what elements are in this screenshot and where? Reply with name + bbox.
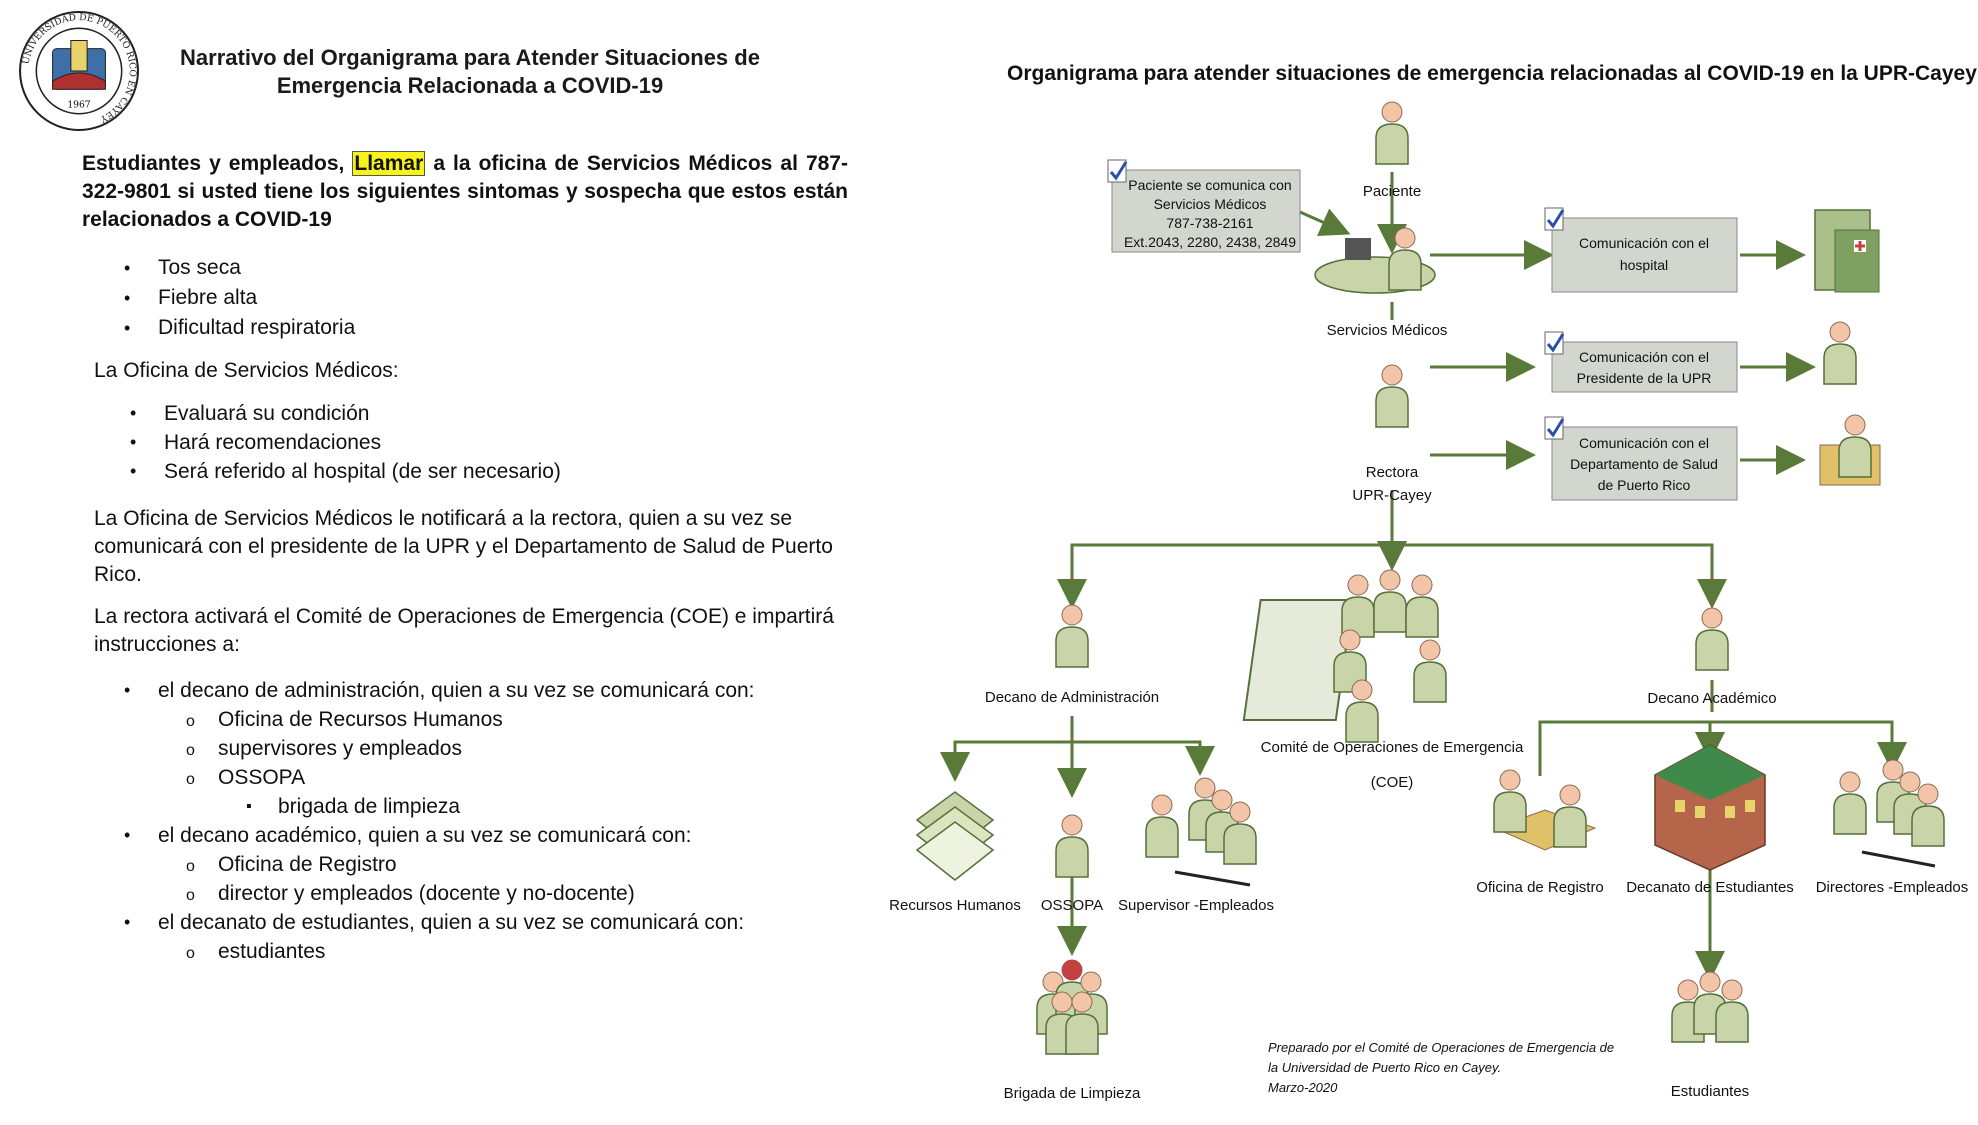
registro-icon	[1493, 769, 1597, 851]
svg-text:Comunicación con el: Comunicación con el	[1579, 435, 1709, 451]
list-item: estudiantes	[124, 937, 755, 968]
directores-empleados-label: Directores -Empleados	[1816, 879, 1969, 896]
svg-text:de Puerto Rico: de Puerto Rico	[1598, 477, 1691, 493]
symptom-list: Tos seca Fiebre alta Dificultad respirat…	[124, 253, 355, 343]
intro-text: Estudiantes y empleados,	[82, 152, 353, 175]
registro-label: Oficina de Registro	[1476, 879, 1604, 896]
svg-text:Marzo-2020: Marzo-2020	[1268, 1080, 1338, 1095]
coe-meeting-icon	[1242, 569, 1447, 743]
list-item: Oficina de Registro	[124, 850, 755, 881]
list-item: el decano de administración, quien a su …	[124, 676, 755, 705]
university-seal: UNIVERSIDAD DE PUERTO RICO EN CAYEY 1967	[19, 11, 139, 131]
rectora-label-2: UPR-Cayey	[1352, 487, 1432, 504]
decanato-building-icon	[1654, 744, 1766, 871]
list-item: Tos seca	[124, 253, 355, 283]
diagram-title: Organigrama para atender situaciones de …	[1007, 62, 1977, 85]
coe-label-2: (COE)	[1371, 774, 1414, 791]
decano-academico-label: Decano Académico	[1647, 690, 1776, 707]
directores-empleados-icon	[1833, 759, 1945, 868]
ossopa-label: OSSOPA	[1041, 897, 1103, 914]
intro-paragraph: Estudiantes y empleados, Llamar a la ofi…	[82, 150, 848, 234]
svg-text:Comunicación con el: Comunicación con el	[1579, 235, 1709, 251]
svg-text:Presidente de la UPR: Presidente de la UPR	[1577, 370, 1712, 386]
list-item: supervisores y empleados	[124, 734, 755, 765]
intro-text-rest: a la oficina de Servicios Médicos al 787…	[82, 152, 848, 231]
medical-desk-icon	[1314, 227, 1436, 294]
rectora-icon	[1375, 364, 1409, 428]
salud-desk-icon	[1819, 414, 1881, 486]
list-item: Fiebre alta	[124, 283, 355, 313]
presidente-box: Comunicación con el Presidente de la UPR	[1543, 330, 1738, 393]
svg-text:Departamento de Salud: Departamento de Salud	[1570, 456, 1718, 472]
list-item: el decano académico, quien a su vez se c…	[124, 821, 755, 850]
svg-text:Preparado por el Comité de Ope: Preparado por el Comité de Operaciones d…	[1268, 1040, 1614, 1055]
list-item: Hará recomendaciones	[130, 428, 561, 457]
decano-admin-icon	[1055, 604, 1089, 668]
list-item: Dificultad respiratoria	[124, 313, 355, 343]
list-item: Evaluará su condición	[130, 399, 561, 428]
svg-text:787-738-2161: 787-738-2161	[1166, 215, 1253, 231]
supervisor-empleados-icon	[1145, 777, 1257, 887]
call-box: Paciente se comunica con Servicios Médic…	[1106, 158, 1301, 253]
svg-text:1967: 1967	[67, 101, 90, 111]
list-item: director y empleados (docente y no-docen…	[124, 879, 755, 910]
list-item: el decanato de estudiantes, quien a su v…	[124, 908, 755, 937]
list-item: brigada de limpieza	[124, 792, 755, 821]
estudiantes-icon	[1671, 971, 1749, 1043]
rectora-label: Rectora	[1366, 464, 1419, 481]
svg-text:hospital: hospital	[1620, 257, 1668, 273]
prepared-by-note: Preparado por el Comité de Operaciones d…	[1268, 1040, 1614, 1095]
salud-box: Comunicación con el Departamento de Salu…	[1543, 415, 1738, 501]
list-item: Oficina de Recursos Humanos	[124, 705, 755, 736]
svg-text:Comunicación con el: Comunicación con el	[1579, 349, 1709, 365]
document-title: Narrativo del Organigrama para Atender S…	[150, 44, 790, 100]
hospital-icon	[1814, 209, 1880, 293]
decano-academico-icon	[1695, 607, 1729, 671]
servicios-medicos-label: Servicios Médicos	[1327, 322, 1448, 339]
document-title-line1: Narrativo del Organigrama para Atender S…	[180, 45, 760, 70]
instructions-list: el decano de administración, quien a su …	[124, 676, 755, 968]
svg-text:Ext.2043, 2280, 2438, 2849: Ext.2043, 2280, 2438, 2849	[1124, 234, 1296, 250]
notification-paragraph: La Oficina de Servicios Médicos le notif…	[94, 507, 833, 586]
supervisor-empleados-label: Supervisor -Empleados	[1118, 897, 1274, 914]
coe-paragraph: La rectora activará el Comité de Operaci…	[94, 605, 834, 656]
hospital-box: Comunicación con el hospital	[1543, 206, 1738, 293]
highlighted-call-word: Llamar	[352, 151, 426, 176]
list-item: Será referido al hospital (de ser necesa…	[130, 457, 561, 486]
presidente-icon	[1823, 321, 1857, 385]
list-item: OSSOPA	[124, 763, 755, 794]
svg-text:la Universidad de Puerto Rico: la Universidad de Puerto Rico en Cayey.	[1268, 1060, 1501, 1075]
paciente-label: Paciente	[1363, 183, 1421, 200]
decanato-label: Decanato de Estudiantes	[1626, 879, 1794, 896]
brigada-limpieza-icon	[1036, 959, 1108, 1055]
documents-icon	[915, 791, 995, 881]
svg-text:Servicios Médicos: Servicios Médicos	[1154, 196, 1267, 212]
recursos-humanos-label: Recursos Humanos	[889, 897, 1021, 914]
document-title-line2: Emergencia Relacionada a COVID-19	[276, 73, 664, 98]
decano-admin-label: Decano de Administración	[985, 689, 1159, 706]
brigada-label: Brigada de Limpieza	[1004, 1085, 1141, 1102]
estudiantes-label: Estudiantes	[1671, 1083, 1749, 1100]
coe-label: Comité de Operaciones de Emergencia	[1261, 739, 1524, 756]
paciente-icon	[1375, 101, 1409, 165]
medical-office-list: Evaluará su condición Hará recomendacion…	[130, 399, 561, 486]
ossopa-icon	[1055, 814, 1089, 878]
svg-text:Paciente se comunica con: Paciente se comunica con	[1128, 177, 1291, 193]
medical-office-heading: La Oficina de Servicios Médicos:	[94, 359, 399, 382]
